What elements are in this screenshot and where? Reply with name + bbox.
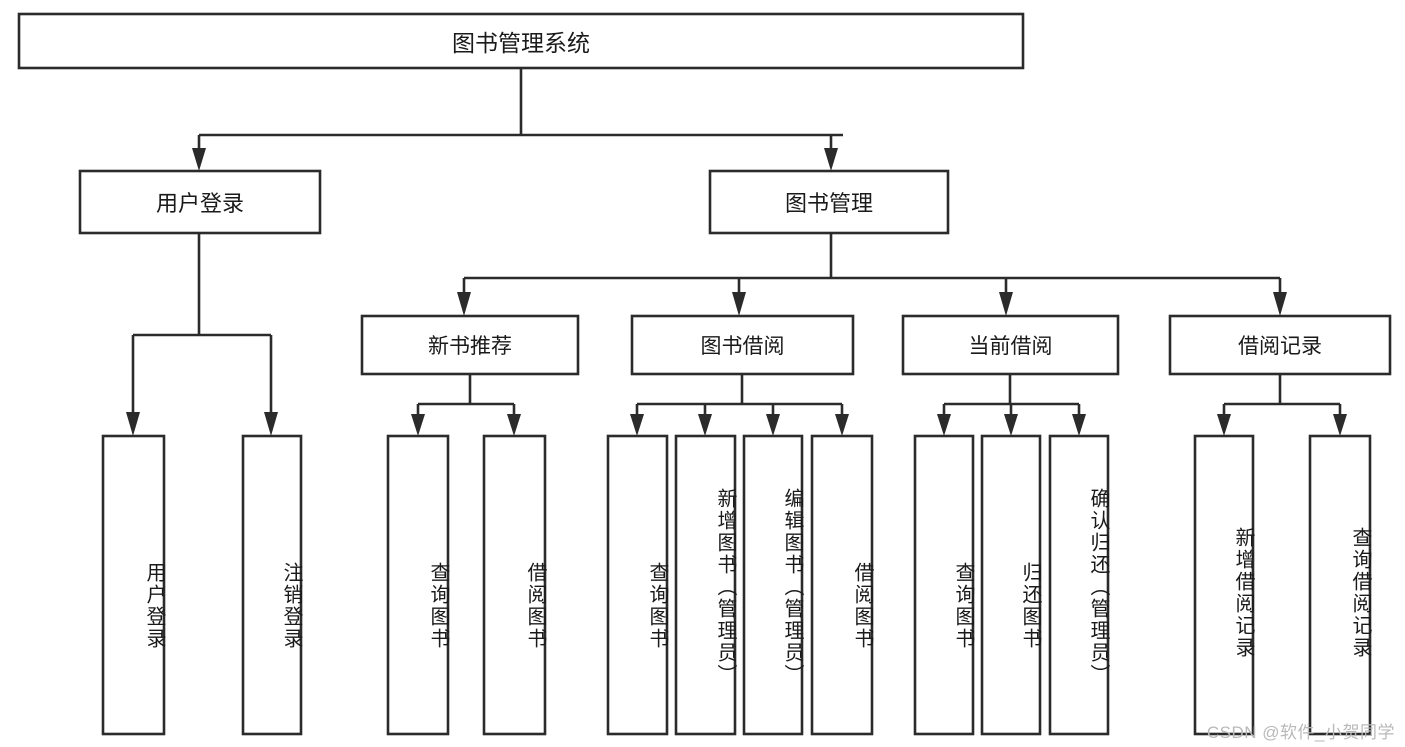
node-box-book-management[interactable] xyxy=(708,169,950,235)
node-box-leaf-add-book[interactable] xyxy=(674,434,737,736)
arrowhead-leaf-logout xyxy=(264,412,278,436)
node-box-leaf-logout[interactable] xyxy=(241,434,303,736)
node-box-leaf-add-record[interactable] xyxy=(1193,434,1255,736)
node-box-leaf-query-book-b[interactable] xyxy=(606,434,669,736)
arrowhead-leaf-return-book xyxy=(1004,414,1018,436)
node-box-leaf-return-book[interactable] xyxy=(980,434,1042,736)
arrowhead-leaf-query-book-b xyxy=(630,414,644,436)
connectors-book-mgmt-to-level3 xyxy=(457,233,1287,316)
arrowhead-leaf-confirm-return xyxy=(1072,414,1086,436)
node-box-book-borrow[interactable] xyxy=(630,314,855,376)
connectors-root-to-level2 xyxy=(192,68,843,171)
arrowhead-leaf-user-login xyxy=(126,412,140,436)
arrowhead-leaf-edit-book xyxy=(766,414,780,436)
arrowhead-leaf-query-book-c xyxy=(937,414,951,436)
node-box-current-borrow[interactable] xyxy=(901,314,1120,376)
node-box-borrow-record[interactable] xyxy=(1168,314,1392,376)
arrowhead-leaf-query-book-a xyxy=(411,414,425,436)
node-box-leaf-edit-book[interactable] xyxy=(742,434,804,736)
node-box-root[interactable] xyxy=(17,12,1025,70)
node-box-leaf-query-book-a[interactable] xyxy=(386,434,450,736)
arrowhead-borrow-record xyxy=(1273,292,1287,316)
arrowhead-leaf-query-record xyxy=(1333,414,1347,436)
node-box-new-book-recommend[interactable] xyxy=(360,314,580,376)
node-box-leaf-confirm-return[interactable] xyxy=(1048,434,1110,736)
arrowhead-current-borrow xyxy=(999,292,1013,316)
arrowhead-book-mgmt xyxy=(824,148,838,171)
connectors-book-borrow-to-leaves xyxy=(630,374,849,436)
connectors-user-login-to-leaves xyxy=(126,233,278,436)
arrowhead-leaf-borrow-book-b xyxy=(835,414,849,436)
arrowhead-leaf-borrow-book-a xyxy=(507,414,521,436)
node-box-leaf-borrow-book-a[interactable] xyxy=(482,434,547,736)
node-box-leaf-user-login[interactable] xyxy=(101,434,166,736)
node-box-leaf-borrow-book-b[interactable] xyxy=(810,434,874,736)
connectors-new-book-to-leaves xyxy=(411,374,521,436)
node-box-user-login[interactable] xyxy=(78,169,322,235)
connectors-current-borrow-to-leaves xyxy=(937,374,1086,436)
connectors-borrow-record-to-leaves xyxy=(1217,374,1347,436)
arrowhead-leaf-add-book xyxy=(698,414,712,436)
node-box-leaf-query-book-c[interactable] xyxy=(913,434,975,736)
node-box-leaf-query-record[interactable] xyxy=(1308,434,1372,736)
arrowhead-book-borrow xyxy=(732,292,746,316)
arrowhead-new-book xyxy=(457,292,471,316)
arrowhead-user-login xyxy=(192,148,206,171)
arrowhead-leaf-add-record xyxy=(1217,414,1231,436)
